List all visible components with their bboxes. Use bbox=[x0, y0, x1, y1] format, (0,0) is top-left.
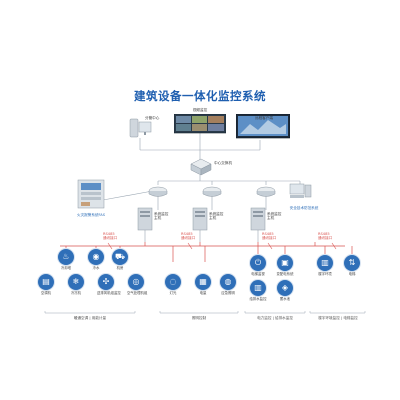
meter-icon: ▦ bbox=[195, 274, 211, 290]
mgmt-center-pc bbox=[127, 118, 153, 144]
building-icon: ▥ bbox=[317, 255, 333, 271]
device-item: ⛟机房 bbox=[111, 249, 129, 270]
central-switch bbox=[189, 158, 213, 180]
pressure-icon: ◎ bbox=[128, 274, 144, 290]
remote-client-label: 远程客户端 bbox=[255, 116, 273, 120]
snowflake-icon: ❄ bbox=[68, 274, 84, 290]
signal-icon: ◍ bbox=[220, 274, 236, 290]
fire-alarm-label: 火灾报警系统FAS bbox=[76, 213, 106, 217]
car-icon: ⛟ bbox=[112, 249, 128, 265]
device-item: ◉冷水 bbox=[87, 249, 105, 270]
diagram-title: 建筑设备一体化监控系统 bbox=[134, 89, 266, 103]
device-label: 空调机 bbox=[40, 291, 52, 295]
video-wall-label: 视频监控 bbox=[192, 108, 208, 112]
device-item: ♨冷却塔 bbox=[57, 249, 75, 270]
device-item: ◎空气处理机组 bbox=[127, 274, 148, 295]
water-pump-icon: ♨ bbox=[58, 249, 74, 265]
device-item: ▦电量 bbox=[194, 274, 212, 295]
device-item: ❄冷冻机 bbox=[67, 274, 85, 295]
host-pc-2 bbox=[191, 207, 209, 235]
device-label: 变配电系统 bbox=[276, 272, 294, 276]
group-label-lighting: 照明控制 bbox=[191, 316, 207, 320]
device-item: ◌灯光 bbox=[164, 274, 182, 295]
device-item: ✣送排风机组监控 bbox=[97, 274, 121, 295]
fan-icon: ✣ bbox=[98, 274, 114, 290]
device-item: ◍应急照明 bbox=[219, 274, 237, 295]
drop-icon: ◈ bbox=[277, 280, 293, 296]
host-pc-1 bbox=[136, 207, 154, 235]
security-system-label: 安全技术防范系统 bbox=[289, 206, 319, 210]
power-icon: ⏻ bbox=[250, 255, 266, 271]
device-label: 蓄水池 bbox=[279, 297, 291, 301]
security-system-pc bbox=[288, 182, 314, 204]
device-item: ▣变配电系统 bbox=[276, 255, 294, 276]
device-item: ◈蓄水池 bbox=[276, 280, 294, 301]
bulb-icon: ◌ bbox=[165, 274, 181, 290]
elevator-icon: ⇅ bbox=[344, 255, 360, 271]
device-item: ⏻电梯监视 bbox=[249, 255, 267, 276]
device-item: ⇅电梯 bbox=[343, 255, 361, 276]
device-label: 楼宇环境 bbox=[318, 272, 332, 276]
group-label-env: 楼宇环境监控 | 电梯监控 bbox=[318, 316, 358, 320]
device-label: 机房 bbox=[116, 266, 124, 270]
host-label-3: 系统监控主机 bbox=[267, 212, 282, 220]
air-handler-icon: ▤ bbox=[38, 274, 54, 290]
device-label: 电梯监视 bbox=[251, 272, 265, 276]
fire-alarm-cabinet bbox=[76, 178, 106, 216]
device-label: 电量 bbox=[199, 291, 207, 295]
device-item: ▥楼宇环境 bbox=[316, 255, 334, 276]
device-item: ▤空调机 bbox=[37, 274, 55, 295]
mgmt-center-label: 分管中心 bbox=[145, 116, 160, 120]
device-label: 灯光 bbox=[169, 291, 177, 295]
switch-1 bbox=[148, 183, 168, 202]
device-label: 空气处理机组 bbox=[127, 291, 148, 295]
host-pc-3 bbox=[249, 207, 267, 235]
switch-2 bbox=[202, 183, 222, 202]
central-switch-label: 中心交换机 bbox=[214, 161, 232, 165]
device-label: 冷水 bbox=[92, 266, 100, 270]
device-item: ▥给排水监控 bbox=[249, 280, 267, 301]
switch-3 bbox=[256, 183, 276, 202]
remote-client-screen bbox=[235, 113, 291, 144]
host-label-1: 系统监控主机 bbox=[154, 212, 169, 220]
host-label-2: 系统监控主机 bbox=[209, 212, 224, 220]
group-label-power: 电力监控 | 给排水监控 bbox=[257, 316, 293, 320]
group-label-hvac: 暖通空调 | 用能计量 bbox=[73, 316, 107, 320]
device-label: 冷却塔 bbox=[60, 266, 72, 270]
device-label: 应急照明 bbox=[221, 291, 235, 295]
device-label: 冷冻机 bbox=[70, 291, 82, 295]
water-meter-icon: ◉ bbox=[88, 249, 104, 265]
tank-icon: ▥ bbox=[250, 280, 266, 296]
device-label: 电梯 bbox=[348, 272, 356, 276]
ups-icon: ▣ bbox=[277, 255, 293, 271]
video-wall-monitor bbox=[173, 113, 227, 138]
device-label: 给排水监控 bbox=[249, 297, 267, 301]
device-label: 送排风机组监控 bbox=[97, 291, 121, 295]
